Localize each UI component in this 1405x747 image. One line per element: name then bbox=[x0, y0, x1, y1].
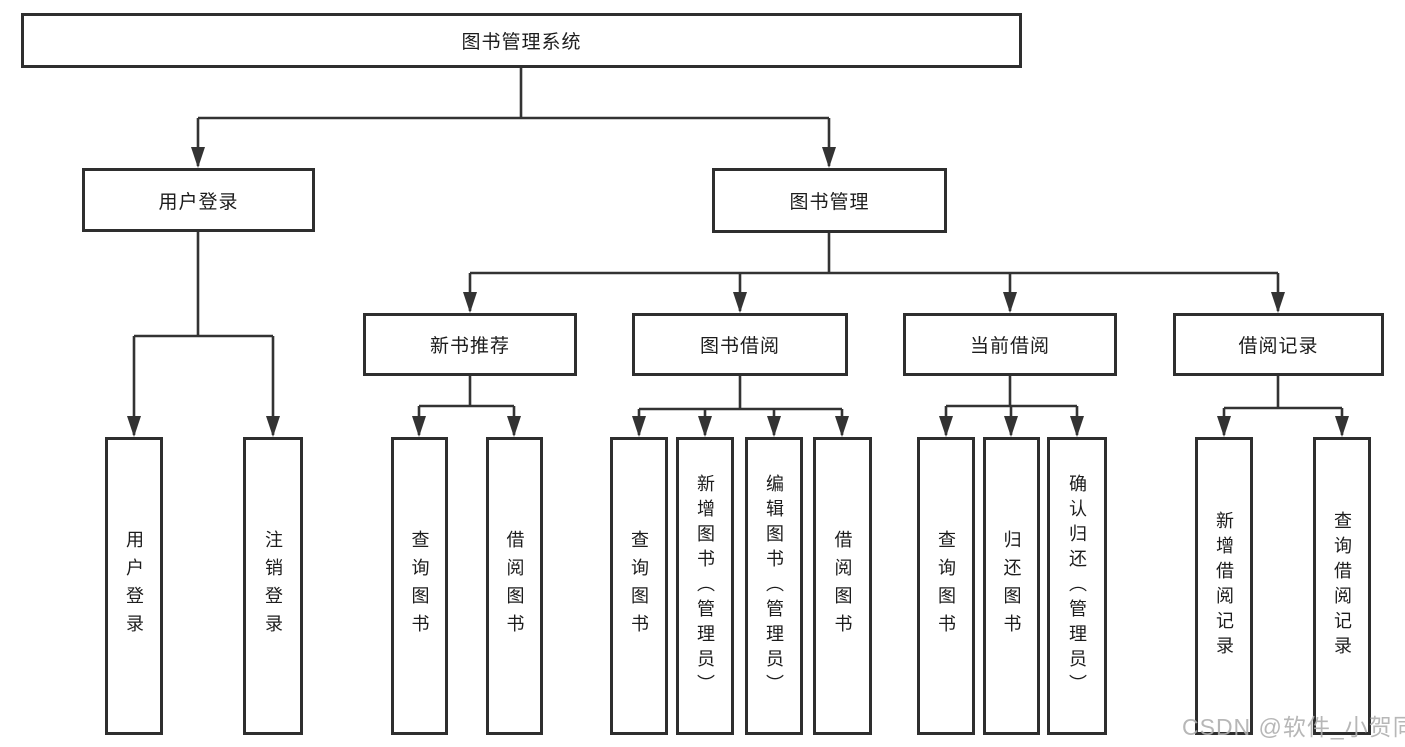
node-leaf-borrow-books-2: 借阅图书 bbox=[813, 437, 872, 735]
node-leaf-add-books-admin: 新增图书（管理员） bbox=[676, 437, 734, 735]
node-user-login: 用户登录 bbox=[82, 168, 315, 232]
node-leaf-user-login: 用户登录 bbox=[105, 437, 163, 735]
node-current-borrow: 当前借阅 bbox=[903, 313, 1117, 376]
node-leaf-query-borrow-record: 查询借阅记录 bbox=[1313, 437, 1371, 735]
node-leaf-confirm-return-admin: 确认归还（管理员） bbox=[1047, 437, 1107, 735]
node-book-borrow: 图书借阅 bbox=[632, 313, 848, 376]
node-new-book-recommend: 新书推荐 bbox=[363, 313, 577, 376]
node-book-management: 图书管理 bbox=[712, 168, 947, 233]
node-leaf-query-books-3: 查询图书 bbox=[917, 437, 975, 735]
watermark: CSDN @软件_小贺同学 bbox=[1182, 714, 1405, 740]
node-borrow-records: 借阅记录 bbox=[1173, 313, 1384, 376]
node-leaf-add-borrow-record: 新增借阅记录 bbox=[1195, 437, 1253, 735]
node-root: 图书管理系统 bbox=[21, 13, 1022, 68]
node-leaf-return-books: 归还图书 bbox=[983, 437, 1040, 735]
node-leaf-query-books-2: 查询图书 bbox=[610, 437, 668, 735]
node-leaf-edit-books-admin: 编辑图书（管理员） bbox=[745, 437, 803, 735]
node-leaf-borrow-books-1: 借阅图书 bbox=[486, 437, 543, 735]
node-leaf-query-books-1: 查询图书 bbox=[391, 437, 448, 735]
node-leaf-logout: 注销登录 bbox=[243, 437, 303, 735]
